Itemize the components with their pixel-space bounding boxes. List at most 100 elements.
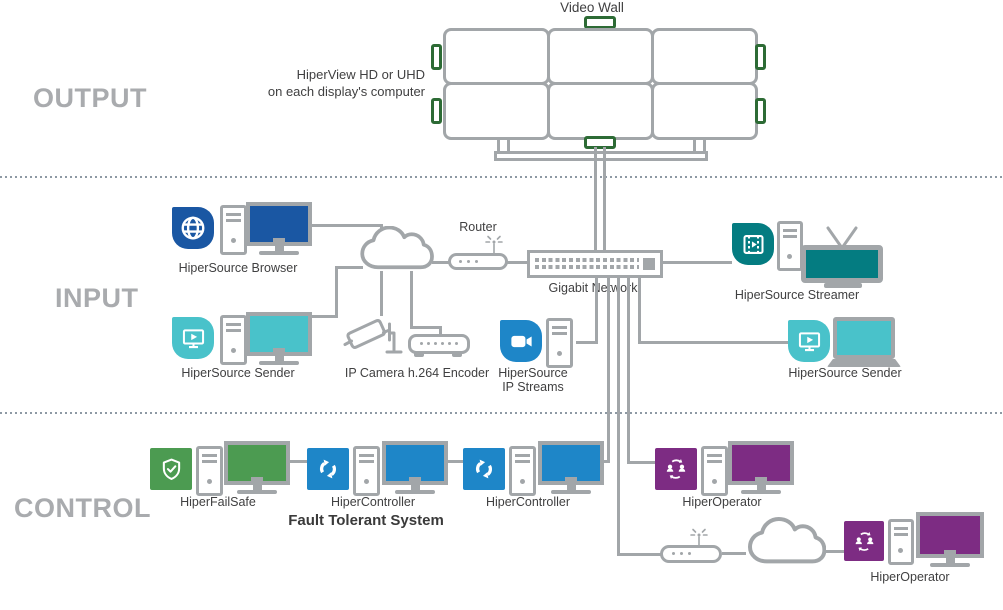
wall-connector-right — [755, 98, 766, 124]
hipersource-ip-streams-icon — [500, 320, 542, 362]
people-sync-icon — [855, 531, 873, 551]
monitor — [246, 202, 312, 255]
router-label: Router — [459, 220, 497, 234]
tv — [801, 245, 883, 283]
pc-tower — [196, 446, 223, 496]
hipercontroller-1-label: HiperController — [330, 495, 416, 509]
gigabit-network-label: Gigabit Network — [548, 281, 638, 295]
wall-connector-right — [755, 44, 766, 70]
monitor-play-icon — [798, 331, 820, 351]
video-wall-note: HiperView HD or UHD on each display's co… — [267, 67, 425, 99]
wall-leg — [497, 140, 500, 153]
connector-line — [603, 147, 606, 252]
hipercontroller-2-label: HiperController — [485, 495, 571, 509]
router-box — [448, 253, 508, 270]
people-sync-icon — [666, 459, 686, 479]
monitor-play-icon — [182, 328, 204, 348]
connector-line — [826, 550, 844, 553]
fault-tolerant-system-label: Fault Tolerant System — [288, 512, 444, 529]
hipersource-browser-icon — [172, 207, 214, 249]
wall-connector-left — [431, 98, 442, 124]
separator-output-input — [0, 176, 1003, 178]
connector-line — [290, 460, 307, 463]
connector-line — [594, 147, 597, 252]
wall-display — [443, 28, 550, 85]
connector-line — [448, 460, 463, 463]
hipersource-streamer-icon — [732, 223, 774, 265]
video-wall-title: Video Wall — [560, 0, 624, 15]
connector-line — [380, 271, 383, 316]
connector-line — [617, 553, 662, 556]
hipersource-streamer-label: HiperSource Streamer — [734, 288, 860, 302]
hiperoperator-1-icon — [655, 448, 697, 490]
connector-line — [627, 278, 630, 464]
hipersource-sender-left-label: HiperSource Sender — [181, 366, 295, 380]
globe-icon — [181, 216, 205, 240]
connector-line — [335, 266, 338, 318]
pc-tower — [220, 205, 247, 255]
hipersource-sender-right-label: HiperSource Sender — [788, 366, 902, 380]
separator-input-control — [0, 412, 1003, 414]
pc-tower — [888, 519, 914, 565]
hiperfailsafe-icon — [150, 448, 192, 490]
hipersource-sender-left-icon — [172, 317, 214, 359]
connector-line — [410, 326, 442, 329]
monitor — [246, 312, 312, 365]
hipersource-ip-streams-label: HiperSource IP Streams — [498, 366, 568, 394]
connector-line — [617, 278, 620, 556]
video-camera-icon — [510, 335, 532, 347]
connector-line — [595, 278, 598, 344]
connector-line — [607, 278, 610, 463]
wall-connector-left — [431, 44, 442, 70]
wall-connector-top — [584, 16, 616, 29]
ip-camera-encoder-label: IP Camera h.264 Encoder — [344, 366, 490, 380]
pc-tower — [546, 318, 573, 368]
wall-leg — [693, 140, 696, 153]
router-box-remote — [660, 545, 722, 563]
cloud-icon — [360, 226, 434, 270]
connector-line — [602, 460, 610, 463]
monitor — [916, 512, 984, 567]
connector-line — [312, 315, 338, 318]
wall-display — [547, 28, 654, 85]
pc-tower — [777, 221, 803, 271]
shield-check-icon — [162, 458, 180, 480]
gigabit-switch — [527, 250, 663, 278]
hiperoperator-2-icon — [844, 521, 884, 561]
wall-leg — [703, 140, 706, 153]
connector-line — [439, 326, 442, 336]
monitor — [382, 441, 448, 494]
connector-line — [722, 552, 746, 555]
connector-line — [335, 266, 363, 269]
laptop-base — [827, 359, 901, 367]
wall-connector-bottom — [584, 136, 616, 149]
sync-arrows-icon — [319, 459, 337, 479]
pc-tower — [509, 446, 536, 496]
pc-tower — [220, 315, 247, 365]
hiperoperator-1-label: HiperOperator — [682, 495, 762, 509]
wall-display — [547, 82, 654, 140]
connector-line — [576, 341, 598, 344]
connector-line — [410, 271, 413, 329]
connector-line — [627, 461, 657, 464]
wall-display — [651, 28, 758, 85]
monitor — [224, 441, 290, 494]
wall-display — [651, 82, 758, 140]
monitor — [538, 441, 604, 494]
hiperoperator-2-label: HiperOperator — [870, 570, 950, 584]
hipersource-browser-label: HiperSource Browser — [178, 261, 298, 275]
connector-line — [638, 278, 641, 344]
ip-camera-icon — [343, 319, 403, 354]
connector-line — [312, 224, 383, 227]
connector-line — [432, 261, 449, 264]
pc-tower — [701, 446, 728, 496]
sync-arrows-icon — [475, 459, 493, 479]
hipercontroller-2-icon — [463, 448, 505, 490]
connector-line — [506, 261, 528, 264]
section-input: INPUT — [55, 283, 139, 313]
connector-line — [663, 261, 732, 264]
wireless-signal-icon — [485, 235, 503, 254]
h264-encoder — [408, 334, 470, 354]
pc-tower — [353, 446, 380, 496]
